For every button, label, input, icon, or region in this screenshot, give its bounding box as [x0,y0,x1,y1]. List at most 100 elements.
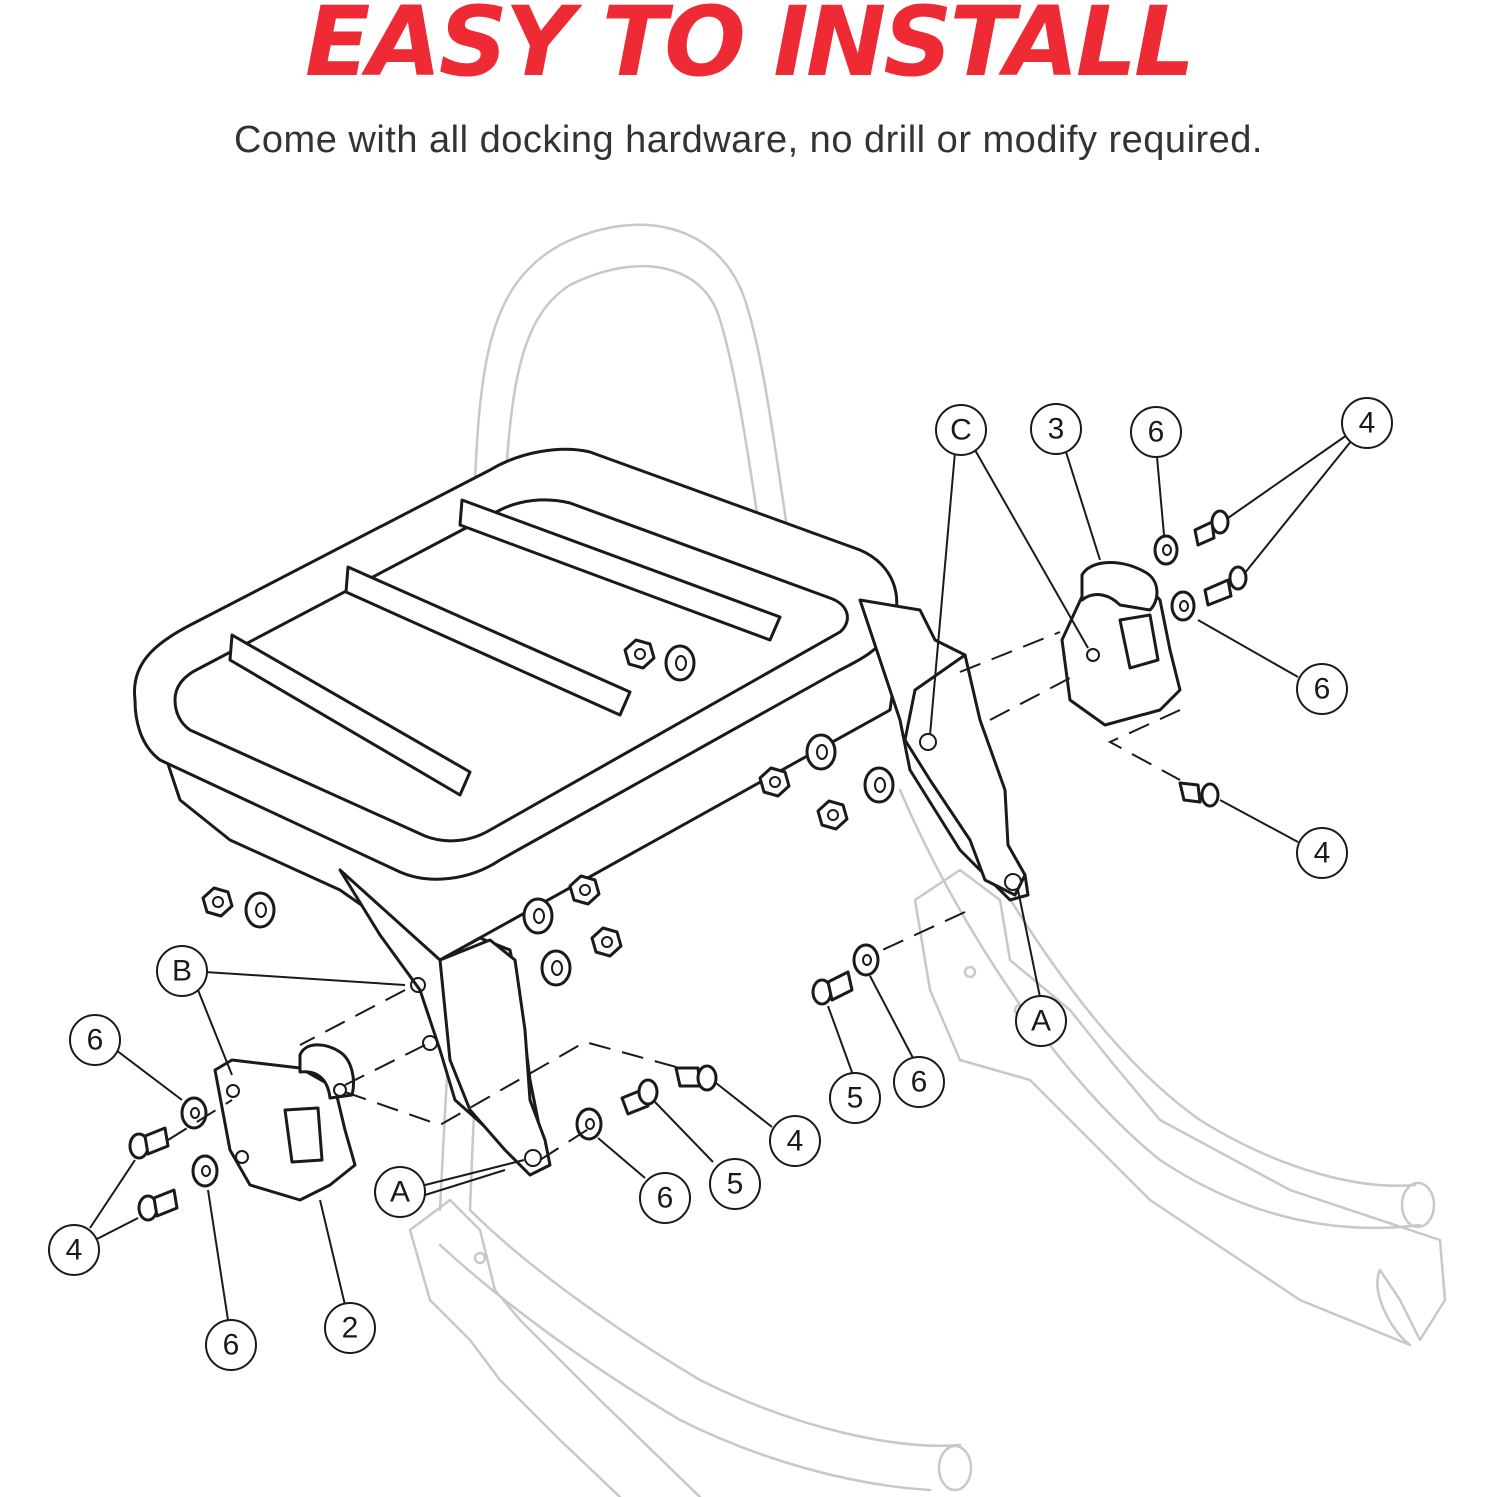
svg-text:6: 6 [1148,416,1165,449]
callout-4-right: 4 [1296,827,1348,879]
svg-text:6: 6 [911,1066,928,1099]
left-docking-bracket [213,1043,357,1202]
dash-right-a [877,911,966,953]
svg-text:A: A [390,1176,410,1209]
nut-mid-2 [816,799,849,831]
svg-text:6: 6 [87,1024,104,1057]
callout-4-left: 4 [48,1224,100,1276]
svg-text:5: 5 [727,1168,744,1201]
page-title: EASY TO INSTALL [304,0,1195,98]
svg-text:4: 4 [787,1125,804,1158]
ghost-right-rail-bottom [898,788,1422,1230]
svg-text:4: 4 [66,1234,83,1267]
left-bracket-hole-1 [226,1084,240,1098]
svg-text:6: 6 [1314,673,1331,706]
dash-left-mid [344,1044,426,1086]
callout-6-right: 6 [1296,663,1348,715]
dash-left-a [344,1040,681,1127]
callout-6-bottom: 6 [205,1319,257,1371]
callout-6-top: 6 [1130,406,1182,458]
bracket-hole-b [410,977,426,993]
nut-top-center [623,638,656,670]
callout-6-center: 6 [639,1172,691,1224]
nut-left-3 [590,926,623,958]
callout-a-right: A [1015,995,1067,1047]
callout-5-center: 5 [709,1158,761,1210]
dash-right-upper [959,631,1061,673]
nut-left-1 [201,886,234,918]
callout-4-top: 4 [1341,397,1393,449]
callout-6-left: 6 [69,1014,121,1066]
right-bracket-slot [1118,613,1160,670]
screw-center-4 [674,1064,718,1092]
svg-text:2: 2 [342,1312,359,1345]
ghost-hole-3 [473,1251,487,1265]
washer-mid-6 [852,943,880,977]
svg-text:4: 4 [1359,407,1376,440]
washer-mid-2 [863,766,895,804]
washer-left-1 [244,891,276,929]
svg-text:6: 6 [657,1182,674,1215]
washer-top-center [664,644,696,682]
nut-left-2 [568,874,601,906]
svg-text:5: 5 [847,1082,864,1115]
callout-3: 3 [1030,403,1082,455]
washer-left-top [180,1096,208,1130]
rack-rail-3 [458,498,782,642]
dash-center-a [539,1127,591,1161]
screw-left-bottom [137,1188,179,1222]
assembly-lines [167,631,1181,1161]
left-bracket-plate [213,1058,357,1202]
washer-top-2 [1170,590,1196,622]
left-bracket-hole-3 [333,1083,347,1097]
svg-text:B: B [172,955,192,988]
washer-left-3 [540,949,572,987]
screw-left-top [128,1126,170,1160]
dash-left-screws [167,1099,233,1141]
nut-mid-1 [758,766,791,798]
svg-text:A: A [1031,1005,1051,1038]
svg-text:3: 3 [1048,413,1065,446]
callout-a-left: A [374,1166,426,1218]
svg-text:C: C [950,414,972,447]
right-docking-bracket [1060,561,1182,727]
callout-6-mid: 6 [893,1056,945,1108]
screw-right-lower [1178,781,1220,808]
ghost-left-docking-plate [408,1198,702,1497]
luggage-rack [132,447,1030,1177]
right-bracket-hole [1086,648,1100,662]
ghost-left-rail-end [937,1444,973,1492]
ghost-right-docking-plate [913,868,1447,1347]
callout-5-mid: 5 [829,1072,881,1124]
screw-top-1 [1193,509,1230,547]
callout-2: 2 [324,1302,376,1354]
washer-top-1 [1153,534,1179,566]
bracket-hole-a-left [524,1149,542,1167]
hardware-nuts-washers [201,638,895,987]
screw-center-5 [620,1078,659,1116]
svg-text:4: 4 [1314,837,1331,870]
washer-mid-1 [805,733,837,771]
rack-side-bracket-left [438,938,552,1177]
ghost-left-rail-top [468,1208,962,1447]
callout-b-left: B [156,945,208,997]
callouts: C 3 6 4 6 4 A 5 6 B 6 4 6 2 A 6 5 4 [48,397,1393,1371]
right-bracket-hood [1080,561,1159,612]
left-bracket-slot [283,1106,324,1164]
screw-mid-5 [811,970,854,1006]
hardware-screws [128,509,1248,1222]
rack-rail-2 [344,565,632,717]
callout-4-center: 4 [769,1115,821,1167]
callout-c-top: C [935,404,987,456]
left-bracket-hole-2 [235,1150,249,1164]
page-subtitle: Come with all docking hardware, no drill… [233,119,1263,161]
ghost-hole-1 [963,965,977,979]
leader-lines [89,434,1353,1321]
dash-right-lower [989,677,1071,721]
ghost-right-rail-end [1400,1181,1436,1229]
bracket-hole-c [919,733,937,751]
rack-rail-1 [228,633,472,797]
bracket-hole-mid-left [422,1035,438,1051]
washer-left-bottom [191,1154,219,1188]
